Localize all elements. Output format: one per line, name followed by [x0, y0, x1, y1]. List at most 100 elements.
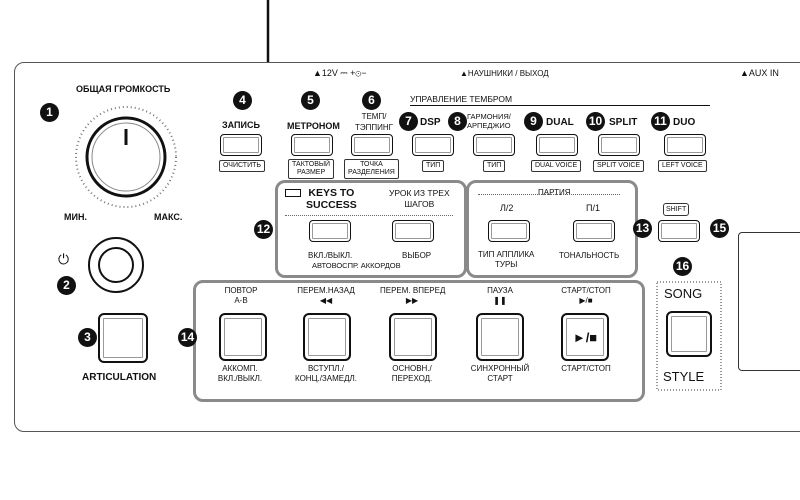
fingering-type-line2: ТУРЫ — [494, 260, 518, 269]
kts-label: KEYS TO SUCCESS — [306, 187, 357, 211]
songstyle-callout-16: 16 — [673, 257, 692, 276]
dual-callout-9: 9 — [524, 112, 543, 131]
volume-min-label: МИН. — [64, 212, 87, 222]
transport-top-3: ПЕРЕМ. ВПЕРЕД ▶▶ — [380, 286, 446, 306]
lesson-select-button[interactable] — [392, 220, 434, 242]
shift-callout-15: 15 — [710, 219, 729, 238]
left-voice-label: LEFT VOICE — [658, 160, 707, 172]
part-title: ПАРТИЯ — [538, 188, 571, 197]
repeat-ab-button[interactable] — [219, 313, 267, 361]
phones-jack-label: ▲НАУШНИКИ / ВЫХОД — [460, 69, 549, 78]
dsp-button[interactable] — [412, 134, 454, 156]
lcd-display — [738, 232, 800, 371]
transport-top-4: ПАУЗА ❚❚ — [475, 286, 525, 306]
articulation-button[interactable] — [98, 313, 148, 363]
ending-rit-label: КОНЦ./ЗАМЕДЛ. — [295, 374, 357, 383]
song-style-button[interactable] — [666, 311, 712, 357]
rec-button[interactable] — [220, 134, 262, 156]
shift-label: SHIFT — [663, 203, 690, 216]
lesson-label-line2: ШАГОВ — [404, 199, 435, 209]
transport-bot-3: ОСНОВН./ ПЕРЕХОД. — [380, 364, 444, 384]
start-stop-button[interactable]: ►/■ — [561, 313, 609, 361]
repeat-label: ПОВТОР — [224, 286, 258, 295]
dual-button[interactable] — [536, 134, 578, 156]
keys-to-success-group — [275, 180, 467, 278]
acmp-onoff-label: ВКЛ./ВЫКЛ. — [217, 374, 263, 383]
harmony-label-line1: ГАРМОНИЯ/ — [467, 112, 511, 121]
harmony-label-line2: АРПЕДЖИО — [467, 121, 511, 130]
split-button[interactable] — [598, 134, 640, 156]
songstyle-dot-frame — [656, 281, 722, 391]
part-rule — [478, 194, 620, 195]
kts-label-line2: SUCCESS — [306, 199, 357, 211]
part-left-button[interactable] — [488, 220, 530, 242]
forward-label: ПЕРЕМ. ВПЕРЕД — [380, 286, 446, 295]
start-stop-label: СТАРТ/СТОП — [561, 286, 611, 295]
part-right-button[interactable] — [573, 220, 615, 242]
split-callout-10: 10 — [586, 112, 605, 131]
fingering-type-label: ТИП АППЛИКА ТУРЫ — [478, 250, 534, 270]
transport-callout-14: 14 — [178, 328, 197, 347]
main-label: ОСНОВН./ — [392, 364, 432, 373]
kts-divider — [285, 215, 453, 216]
ab-label: A-B — [234, 296, 248, 305]
auto-chord-label: АВТОВОСПР. АККОРДОВ — [312, 261, 401, 270]
tempo-label: ТЕМП/ ТЭППИНГ — [355, 111, 393, 133]
transport-bot-1: АККОМП. ВКЛ./ВЫКЛ. — [212, 364, 268, 384]
split-point-line2: РАЗДЕЛЕНИЯ — [348, 169, 395, 176]
style-label: STYLE — [663, 369, 705, 384]
voice-control-title: УПРАВЛЕНИЕ ТЕМБРОМ — [410, 94, 513, 104]
volume-knob[interactable] — [72, 105, 192, 215]
transport-bot-4: СИНХРОННЫЙ СТАРТ — [468, 364, 532, 384]
split-point-label: ТОЧКА РАЗДЕЛЕНИЯ — [344, 159, 399, 179]
kts-label-line1: KEYS TO — [308, 187, 355, 199]
volume-max-label: МАКС. — [154, 212, 183, 222]
transport-top-1: ПОВТОР A-B — [216, 286, 266, 306]
metronome-callout-5: 5 — [301, 91, 320, 110]
part-callout-13: 13 — [633, 219, 652, 238]
duo-button[interactable] — [664, 134, 706, 156]
power-callout-2: 2 — [57, 276, 76, 295]
dsp-type-label: ТИП — [422, 160, 445, 172]
fingering-type-line1: ТИП АППЛИКА — [478, 250, 535, 259]
rewind-button[interactable] — [303, 313, 351, 361]
pause-label: ПАУЗА — [487, 286, 513, 295]
transport-top-5: СТАРТ/СТОП ▶/■ — [555, 286, 617, 306]
fill-in-label: ПЕРЕХОД. — [391, 374, 433, 383]
sync-label: СИНХРОННЫЙ — [470, 364, 530, 373]
power-button[interactable] — [86, 235, 146, 295]
harmony-arpeggio-button[interactable] — [473, 134, 515, 156]
split-voice-label: SPLIT VOICE — [593, 160, 645, 172]
metronome-label: МЕТРОНОМ — [287, 121, 340, 131]
tempo-label-line2: ТЭППИНГ — [355, 123, 393, 132]
standby-icon: ⏻ — [58, 251, 70, 267]
duo-callout-11: 11 — [651, 112, 670, 131]
shift-button[interactable] — [658, 220, 700, 242]
song-label: SONG — [664, 286, 703, 301]
dual-label: DUAL — [546, 117, 574, 128]
forward-button[interactable] — [389, 313, 437, 361]
volume-title: ОБЩАЯ ГРОМКОСТЬ — [76, 84, 171, 94]
rec-label: ЗАПИСЬ — [222, 120, 260, 130]
intro-label: ВСТУПЛ./ — [308, 364, 344, 373]
time-signature-label: ТАКТОВЫЙ РАЗМЕР — [288, 159, 335, 179]
kts-callout-12: 12 — [254, 220, 273, 239]
time-signature-line1: ТАКТОВЫЙ — [292, 161, 331, 168]
lesson-label-line1: УРОК ИЗ ТРЕХ — [389, 188, 450, 198]
articulation-label: ARTICULATION — [82, 372, 157, 383]
volume-callout-1: 1 — [40, 103, 59, 122]
tempo-tap-button[interactable] — [351, 134, 393, 156]
acmp-label: АККОМП. — [222, 364, 258, 373]
start-stop-icon: ▶/■ — [579, 296, 593, 305]
transpose-label: ТОНАЛЬНОСТЬ — [559, 251, 620, 260]
pause-button[interactable] — [476, 313, 524, 361]
harmony-callout-8: 8 — [448, 112, 467, 131]
sync-stop-label: СТАРТ/СТОП — [561, 364, 611, 373]
tempo-callout-6: 6 — [362, 91, 381, 110]
rewind-label: ПЕРЕМ.НАЗАД — [297, 286, 355, 295]
transport-bot-2: ВСТУПЛ./ КОНЦ./ЗАМЕДЛ. — [290, 364, 362, 384]
metronome-button[interactable] — [291, 134, 333, 156]
tempo-label-line1: ТЕМП/ — [361, 112, 387, 121]
keys-to-success-button[interactable] — [309, 220, 351, 242]
sync-start-label: СТАРТ — [487, 374, 513, 383]
